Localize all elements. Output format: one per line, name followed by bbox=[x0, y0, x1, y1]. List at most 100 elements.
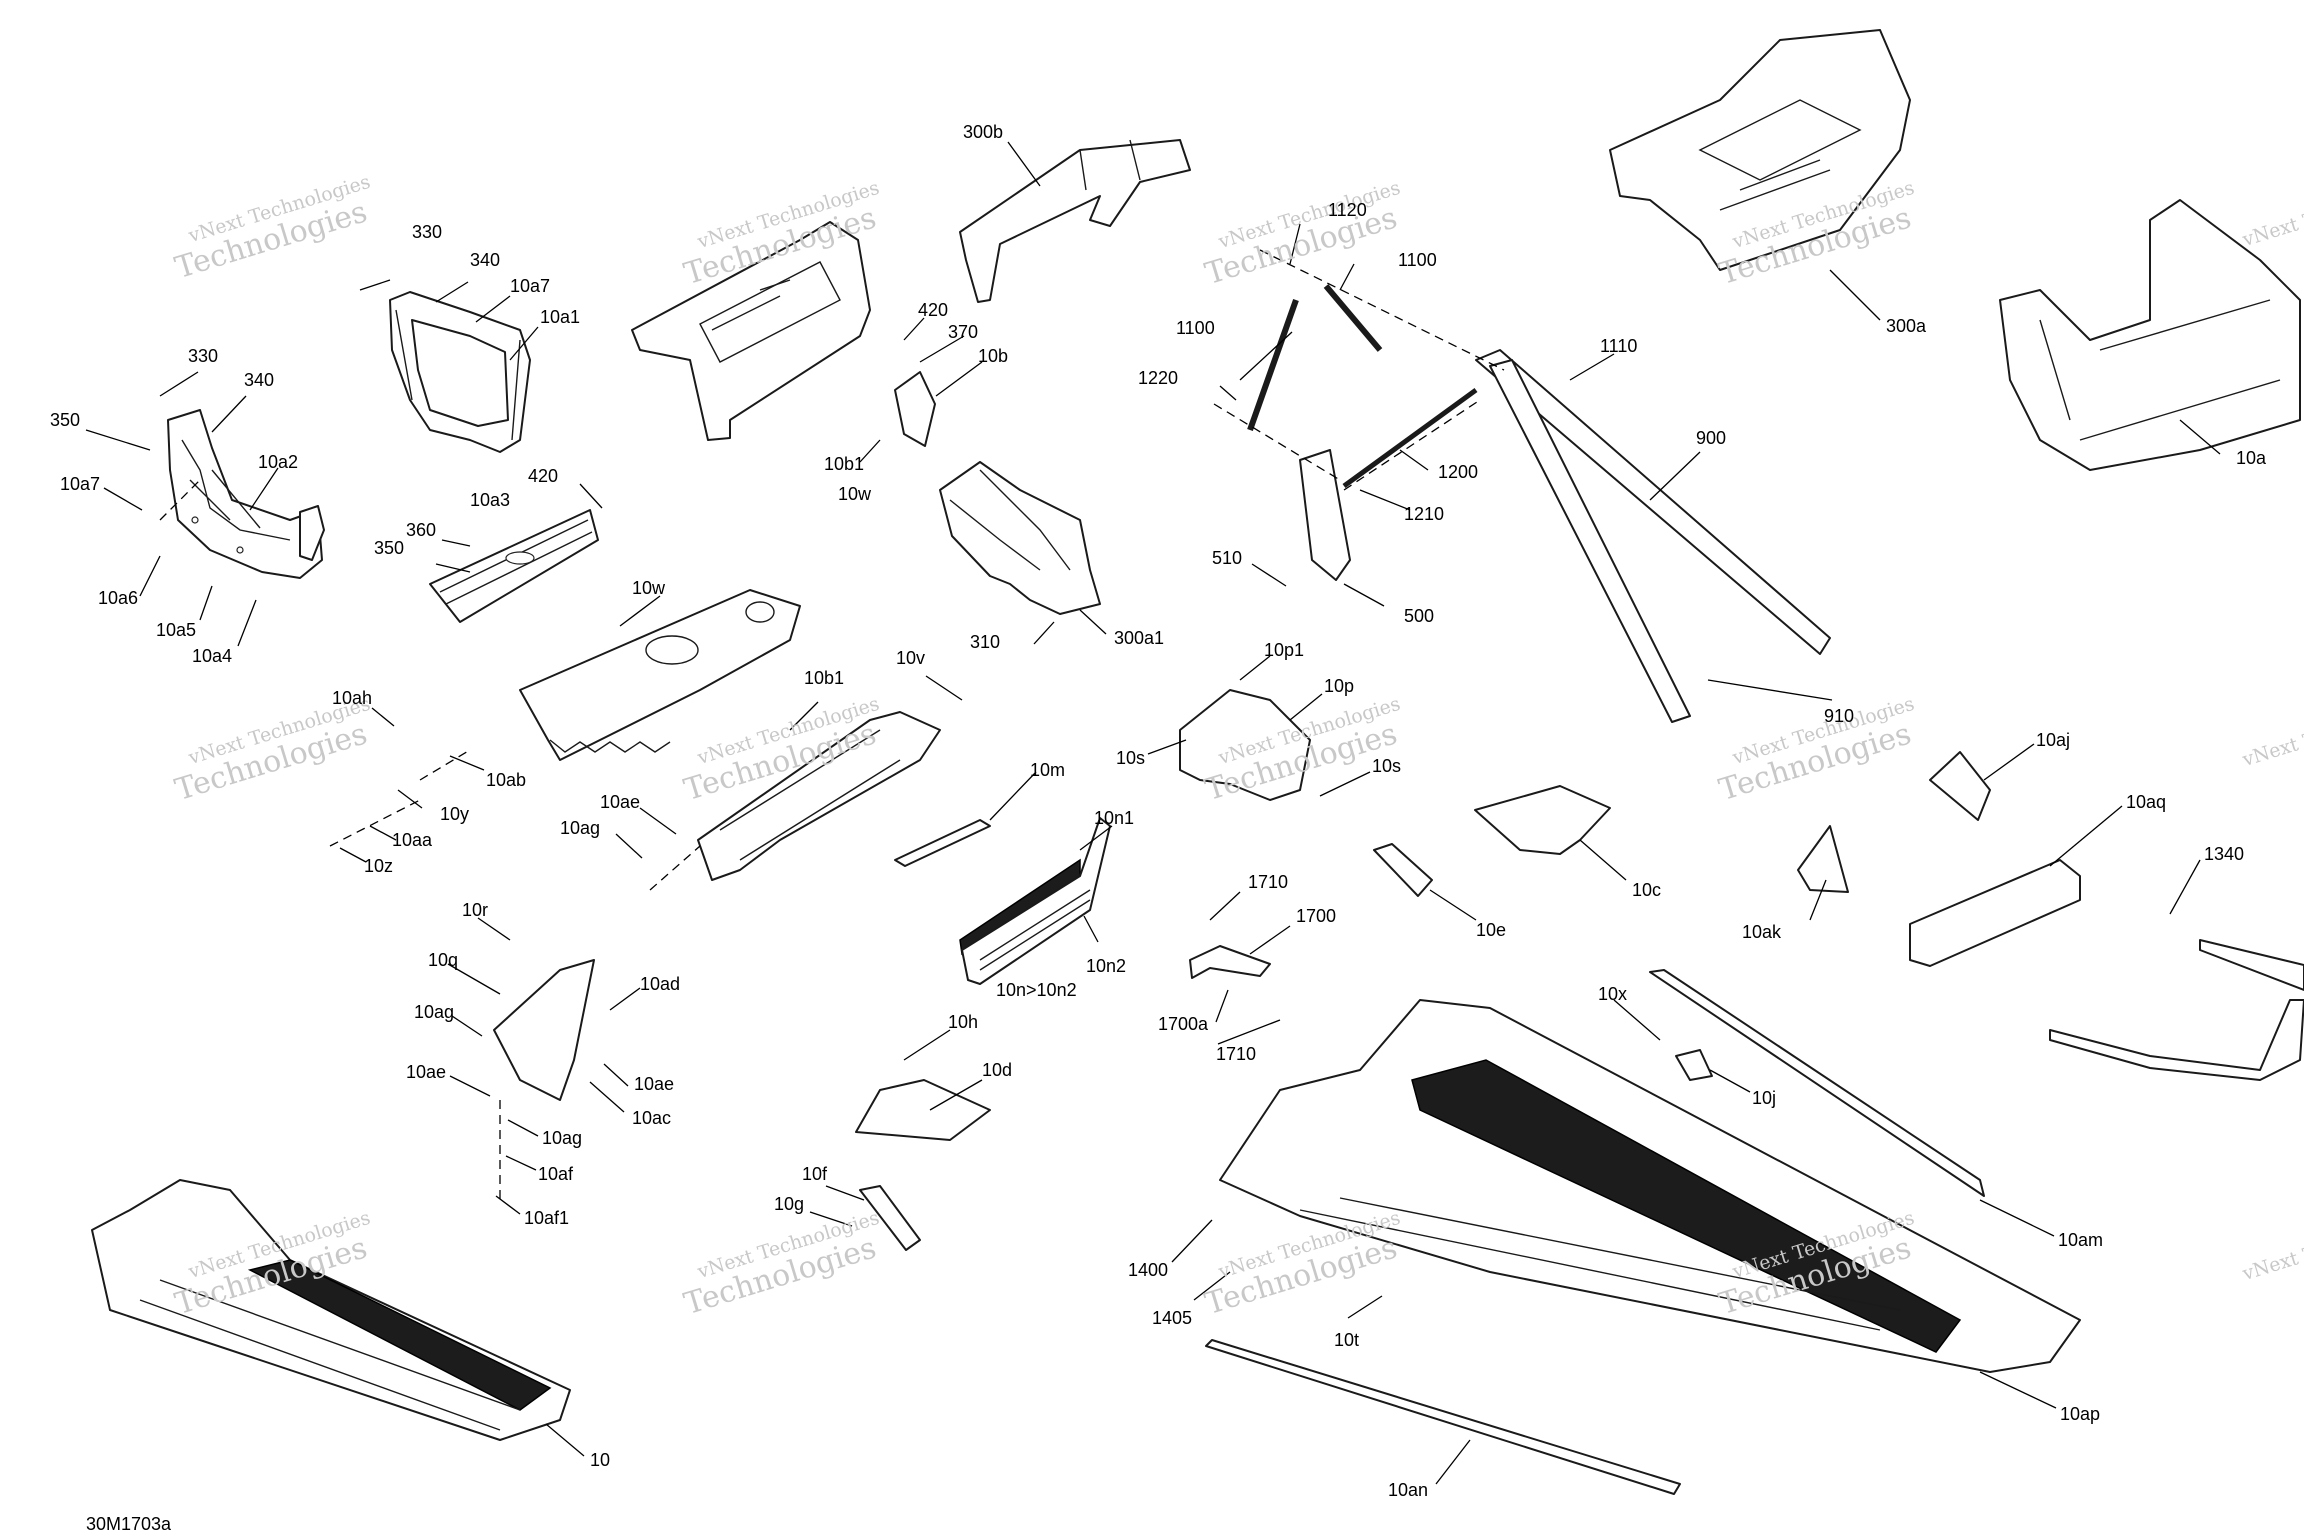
part-label: 10a5 bbox=[156, 620, 197, 640]
part-label: 1710 bbox=[1248, 872, 1289, 892]
part-10m-wire bbox=[894, 819, 991, 867]
part-label: 1120 bbox=[1328, 200, 1367, 220]
part-label: 10am bbox=[2058, 1230, 2104, 1250]
part-10ak bbox=[1797, 825, 1849, 893]
part-label: 10v bbox=[896, 648, 926, 668]
part-label: 10a2 bbox=[258, 452, 299, 472]
part-label: 10ac bbox=[632, 1108, 672, 1128]
part-10p bbox=[1179, 689, 1311, 801]
part-label: 1405 bbox=[1152, 1308, 1193, 1328]
leader-lines bbox=[85, 141, 2221, 1485]
part-label: 300a1 bbox=[1114, 628, 1165, 648]
part-rods bbox=[1247, 284, 1831, 723]
part-label: 10s bbox=[1372, 756, 1402, 776]
part-10a1-frame bbox=[389, 291, 531, 453]
part-label: 10n2 bbox=[1086, 956, 1127, 976]
part-label: 10a7 bbox=[510, 276, 551, 296]
part-label: 510 bbox=[1212, 548, 1243, 568]
part-label: 10s bbox=[1116, 748, 1146, 768]
part-label: 10g bbox=[774, 1194, 805, 1214]
part-label: 10x bbox=[1598, 984, 1628, 1004]
part-label: 10aa bbox=[392, 830, 433, 850]
part-label: 10ag bbox=[560, 818, 601, 838]
part-label: 10a7 bbox=[60, 474, 101, 494]
part-label: 300b bbox=[963, 122, 1004, 142]
part-label: 10h bbox=[948, 1012, 979, 1032]
part-label: 10a4 bbox=[192, 646, 233, 666]
part-label: 10p bbox=[1324, 676, 1355, 696]
part-label: 10b1 bbox=[824, 454, 865, 474]
part-label: 10a bbox=[2236, 448, 2267, 468]
part-label: 10ak bbox=[1742, 922, 1782, 942]
part-10a-frame bbox=[1999, 199, 2301, 471]
part-label: 10p1 bbox=[1264, 640, 1305, 660]
part-label: 10y bbox=[440, 804, 470, 824]
part-label: 10a3 bbox=[470, 490, 511, 510]
part-label: 500 bbox=[1404, 606, 1435, 626]
part-10c bbox=[1474, 785, 1611, 855]
part-label: 10aj bbox=[2036, 730, 2071, 750]
part-label: 10ag bbox=[414, 1002, 455, 1022]
part-label: 330 bbox=[412, 222, 443, 242]
part-label: 10af1 bbox=[524, 1208, 570, 1228]
part-label: 10q bbox=[428, 950, 459, 970]
part-300a1 bbox=[939, 461, 1101, 615]
part-label: 1700a bbox=[1158, 1014, 1209, 1034]
part-label: 10ap bbox=[2060, 1404, 2101, 1424]
part-label: 1100 bbox=[1398, 250, 1437, 270]
part-label: 350 bbox=[374, 538, 405, 558]
part-label: 10e bbox=[1476, 920, 1507, 940]
part-300a-frame bbox=[1609, 29, 1911, 271]
part-label: 1100 bbox=[1176, 318, 1215, 338]
part-10q bbox=[493, 959, 595, 1101]
part-label: 10ag bbox=[542, 1128, 583, 1148]
part-10am-rail bbox=[1649, 969, 1985, 1197]
part-label: 350 bbox=[50, 410, 81, 430]
part-10j bbox=[1675, 1049, 1713, 1081]
part-300b-bar bbox=[959, 139, 1191, 303]
assembly-dashed-lines bbox=[159, 249, 1505, 1200]
part-1700 bbox=[1189, 945, 1271, 979]
part-label: 900 bbox=[1696, 428, 1727, 448]
part-label: 10w bbox=[632, 578, 666, 598]
part-label: 10an bbox=[1388, 1480, 1429, 1500]
part-10e bbox=[1373, 843, 1433, 897]
part-label: 10aq bbox=[2126, 792, 2167, 812]
part-label: 10j bbox=[1752, 1088, 1777, 1108]
part-label: 360 bbox=[406, 520, 437, 540]
part-label: 10r bbox=[462, 900, 489, 920]
part-label: 420 bbox=[918, 300, 949, 320]
part-label: 10z bbox=[364, 856, 394, 876]
part-label: 340 bbox=[470, 250, 501, 270]
part-10f bbox=[859, 1185, 921, 1251]
part-label: 1400 bbox=[1128, 1260, 1169, 1280]
part-label: 310 bbox=[970, 632, 1001, 652]
part-label: 300a bbox=[1886, 316, 1927, 336]
part-label: 10a1 bbox=[540, 307, 581, 327]
part-label: 1710 bbox=[1216, 1044, 1257, 1064]
part-10-tunnel bbox=[91, 1179, 571, 1441]
part-label: 1210 bbox=[1404, 504, 1445, 524]
part-10aq bbox=[1909, 859, 2081, 967]
part-label: 10b bbox=[978, 346, 1009, 366]
part-label: 10f bbox=[802, 1164, 828, 1184]
part-label: 370 bbox=[948, 322, 979, 342]
part-label: 10t bbox=[1334, 1330, 1360, 1350]
part-label: 10w bbox=[838, 484, 872, 504]
part-10a3-plate bbox=[429, 509, 599, 623]
part-label: 10ae bbox=[634, 1074, 675, 1094]
part-10b-bracket bbox=[894, 371, 936, 447]
part-label: 910 bbox=[1824, 706, 1855, 726]
part-10n-radiator bbox=[959, 817, 1111, 985]
part-label: 1110 bbox=[1600, 336, 1638, 356]
part-label: 10ae bbox=[600, 792, 641, 812]
diagram-code: 30M1703a bbox=[86, 1514, 172, 1534]
part-upper-structure bbox=[631, 221, 871, 441]
part-label: 10m bbox=[1030, 760, 1066, 780]
part-tunnel-main bbox=[1219, 999, 2081, 1373]
part-10d bbox=[855, 1079, 991, 1141]
part-label: 10ae bbox=[406, 1062, 447, 1082]
part-label: 1340 bbox=[2204, 844, 2245, 864]
